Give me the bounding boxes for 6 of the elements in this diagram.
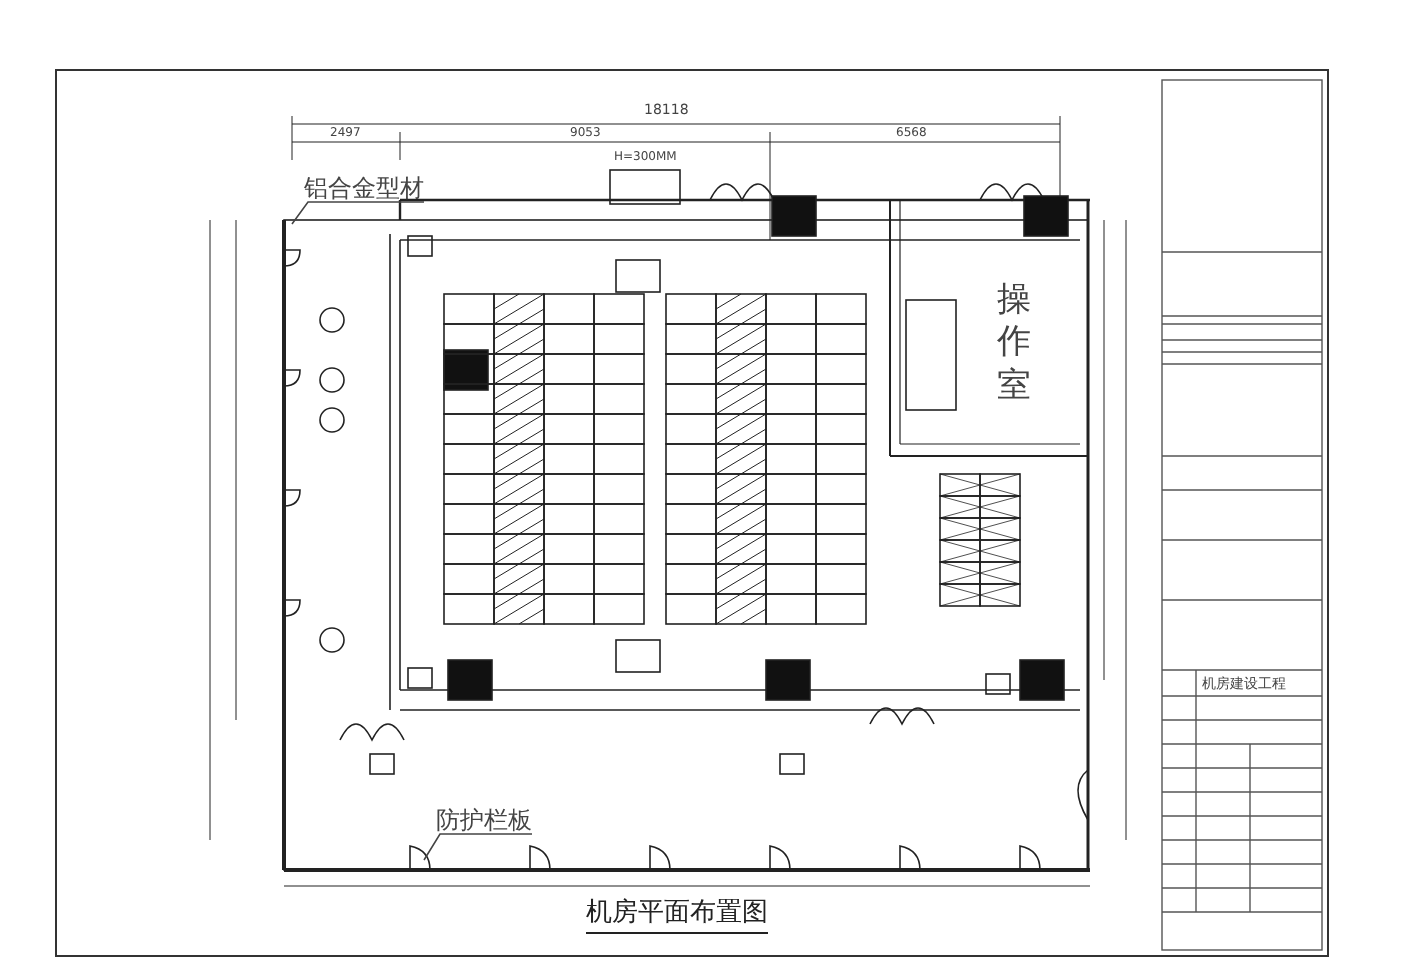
room-label: 操作室 <box>996 280 1032 408</box>
leader-line <box>423 833 533 861</box>
part-label: 防护栏板 <box>436 808 532 832</box>
drawing-title: 机房平面布置图 <box>586 900 768 934</box>
part-label: 铝合金型材 <box>304 176 424 200</box>
leader-line <box>291 201 425 225</box>
